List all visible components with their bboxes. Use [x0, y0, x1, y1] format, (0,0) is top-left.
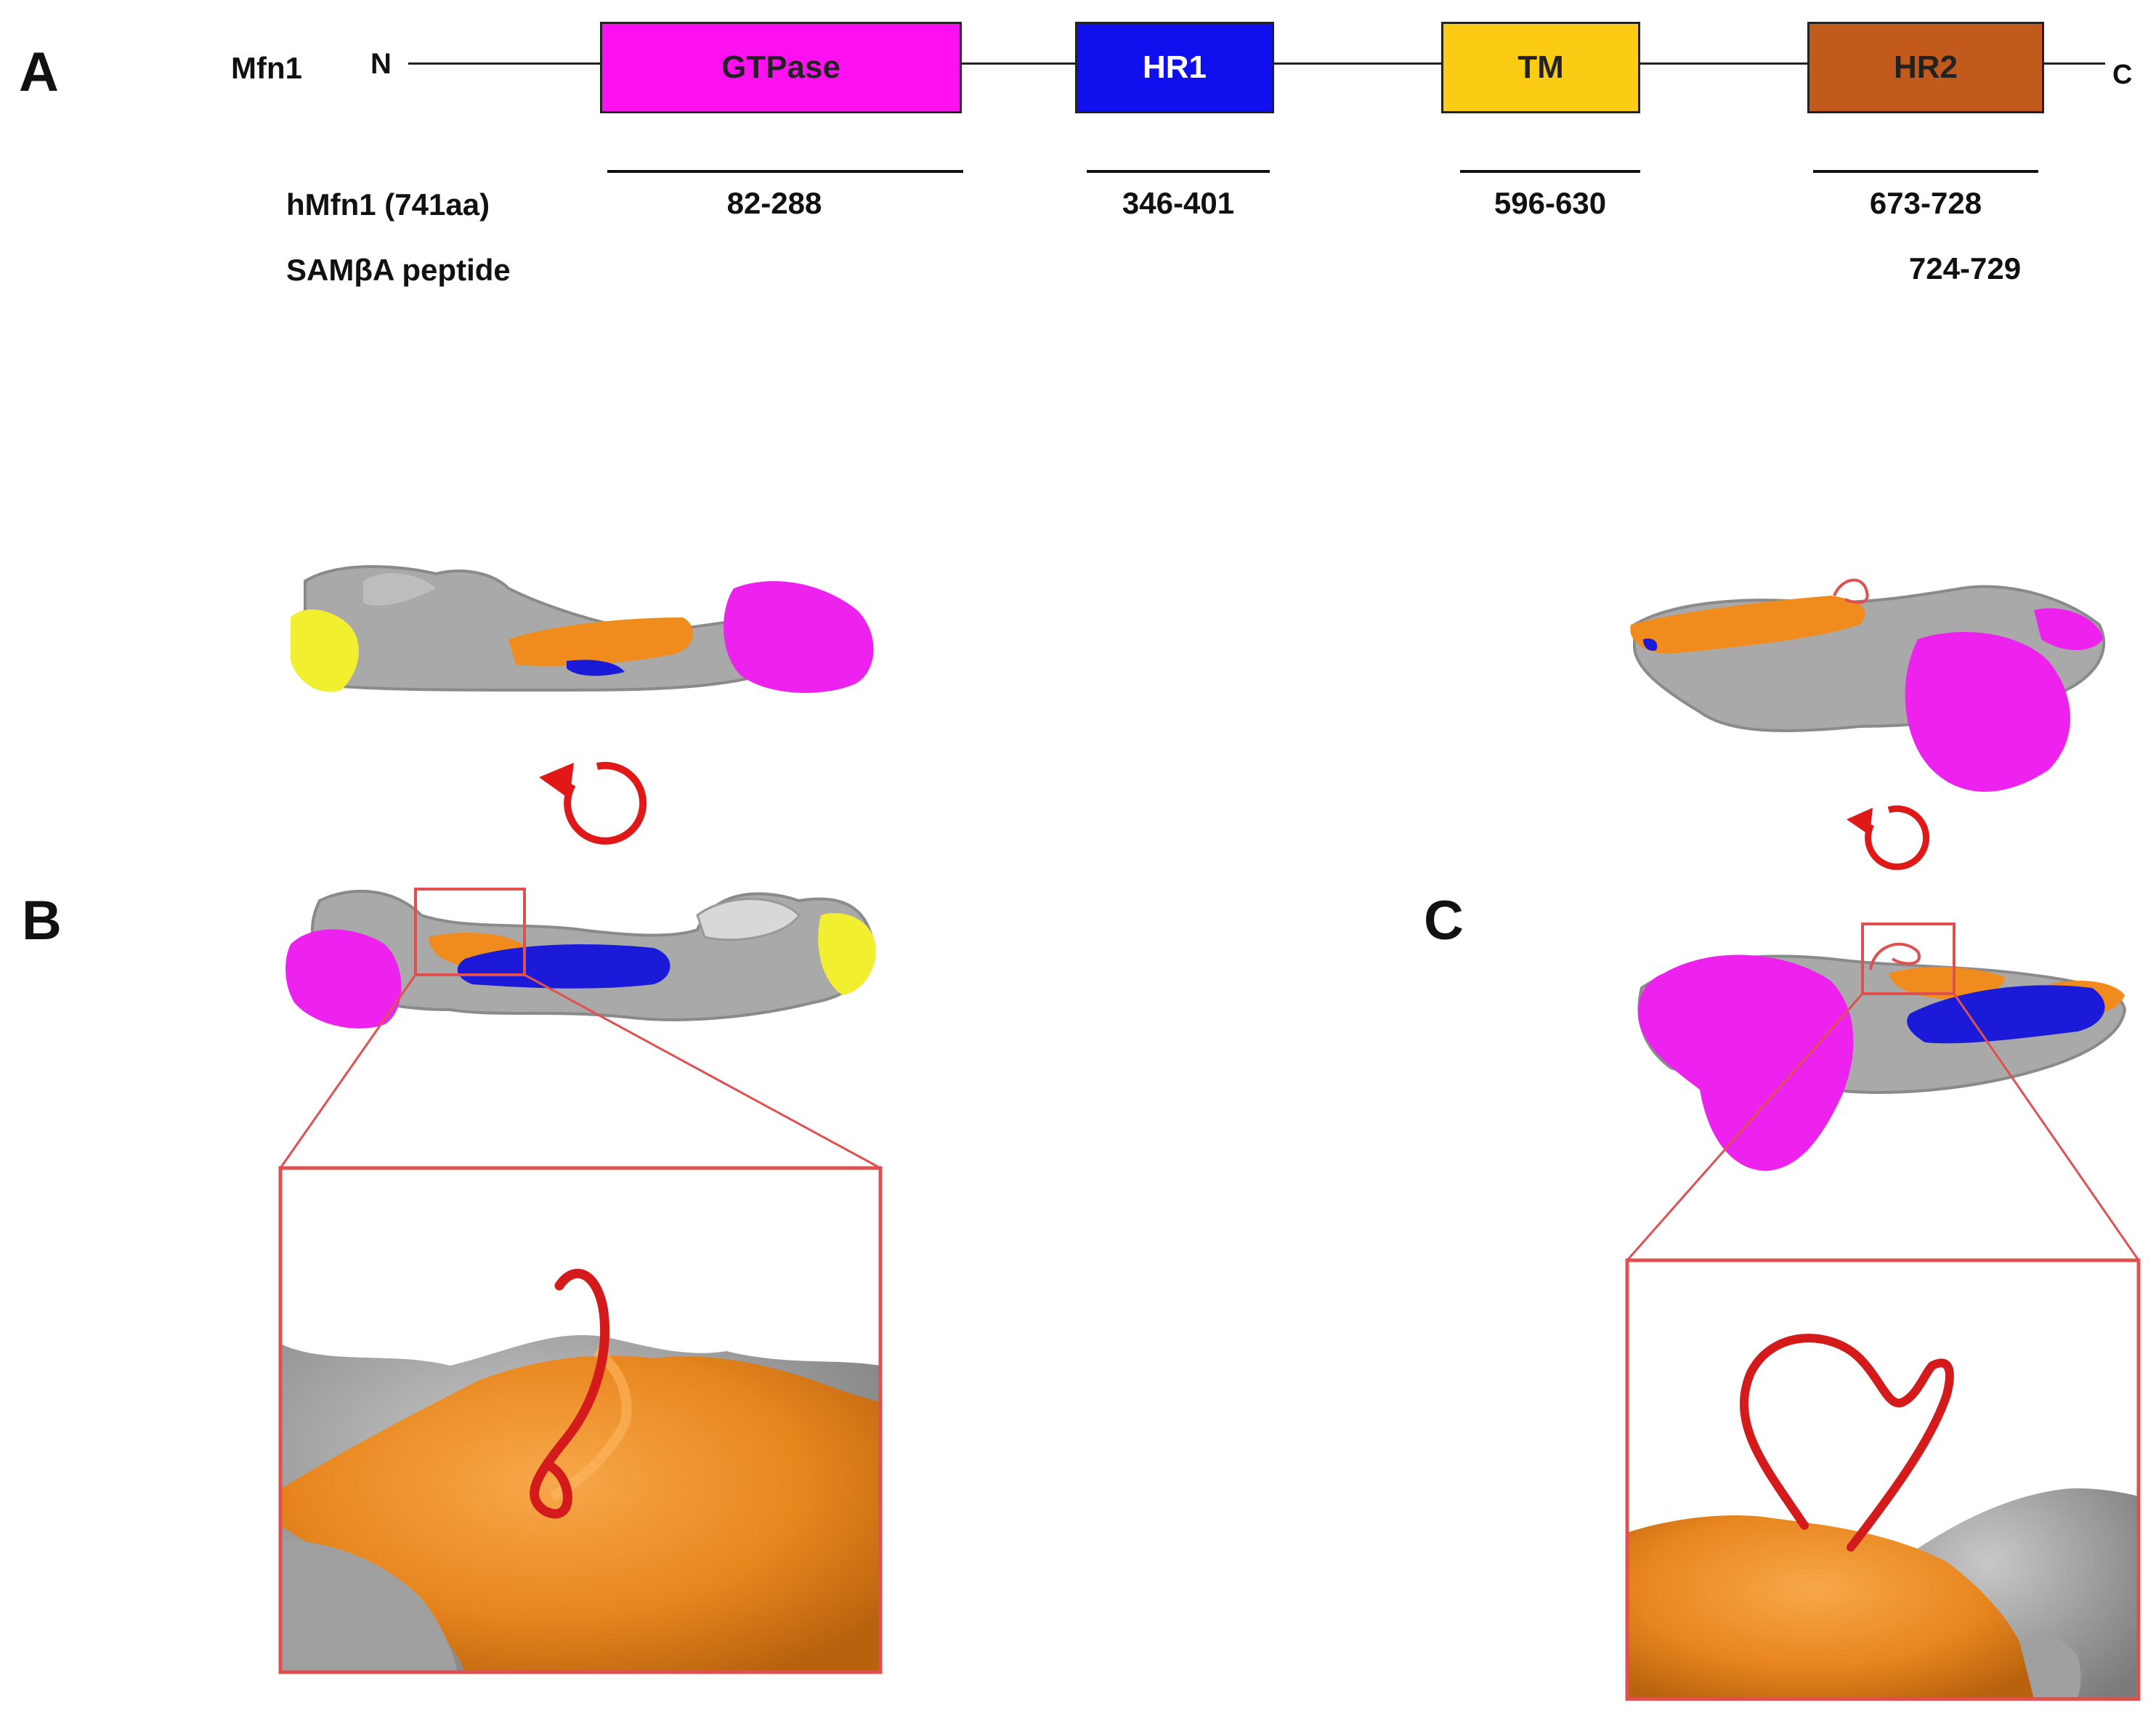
c-terminus-label: C [2112, 60, 2133, 90]
surface-gtpase [1905, 632, 2070, 792]
range-line-gtpase [607, 170, 963, 173]
panel-label-a: A [19, 41, 59, 103]
protein-name: Mfn1 [231, 51, 302, 85]
panel-label-b: B [22, 890, 62, 952]
range-line-tm [1460, 170, 1640, 173]
domain-hr2: HR2 [1807, 22, 2044, 113]
range-hr2: 673-728 [1869, 186, 1982, 220]
row-label-peptide: SAMβA peptide [286, 253, 511, 287]
domain-tm: TM [1441, 22, 1640, 113]
panel-label-c: C [1424, 890, 1464, 952]
domain-hr2-label: HR2 [1893, 49, 1958, 85]
zoom-frame-b [278, 1166, 883, 1674]
surface-gtpase [724, 581, 874, 693]
zoom-box-b [414, 888, 526, 976]
peptide-c-main [1869, 942, 1921, 970]
domain-hr1-label: HR1 [1142, 49, 1207, 85]
peptide-ribbon-c [1740, 1334, 1954, 1552]
range-peptide: 724-729 [1908, 251, 2022, 285]
surface-hr1 [1643, 638, 1658, 651]
zoom-box-c [1861, 923, 1956, 995]
domain-hr1: HR1 [1075, 22, 1274, 113]
peptide-ribbon-b [530, 1268, 609, 1519]
structure-b-top [291, 565, 874, 693]
range-line-hr2 [1813, 170, 2038, 173]
rotate-arrow-c [1847, 805, 1930, 870]
zoom-frame-c [1625, 1258, 2141, 1701]
n-terminus-label: N [370, 48, 392, 80]
structure-c-main [1637, 942, 2127, 1171]
surface-tm [818, 912, 876, 995]
range-gtpase: 82-288 [726, 186, 822, 220]
surface-hr1 [457, 944, 670, 989]
zoom-panel-c [1625, 1258, 2141, 1701]
range-tm: 596-630 [1494, 186, 1607, 220]
structure-b-main [285, 889, 876, 1029]
surface-hr2 [1889, 966, 2005, 999]
surface-tm [291, 609, 359, 692]
surface-hr2 [1630, 596, 1865, 654]
range-hr1: 346-401 [1122, 186, 1235, 220]
surface-hr2 [508, 617, 693, 666]
structure-c-top [1630, 578, 2106, 792]
range-line-hr1 [1087, 170, 1270, 173]
rotate-arrow-b [539, 761, 647, 845]
surface-gtpase [1638, 954, 1854, 1171]
surface-hr1 [567, 660, 625, 676]
surface-gtpase [285, 929, 402, 1029]
peptide-c-top [1833, 578, 1869, 604]
surface-hr1 [1907, 985, 2105, 1044]
zoom-panel-b [278, 1166, 883, 1674]
domain-tm-label: TM [1517, 49, 1564, 85]
domain-gtpase-label: GTPase [721, 49, 840, 85]
row-label-hmfn1: hMfn1 (741aa) [286, 187, 490, 222]
domain-gtpase: GTPase [600, 22, 962, 113]
